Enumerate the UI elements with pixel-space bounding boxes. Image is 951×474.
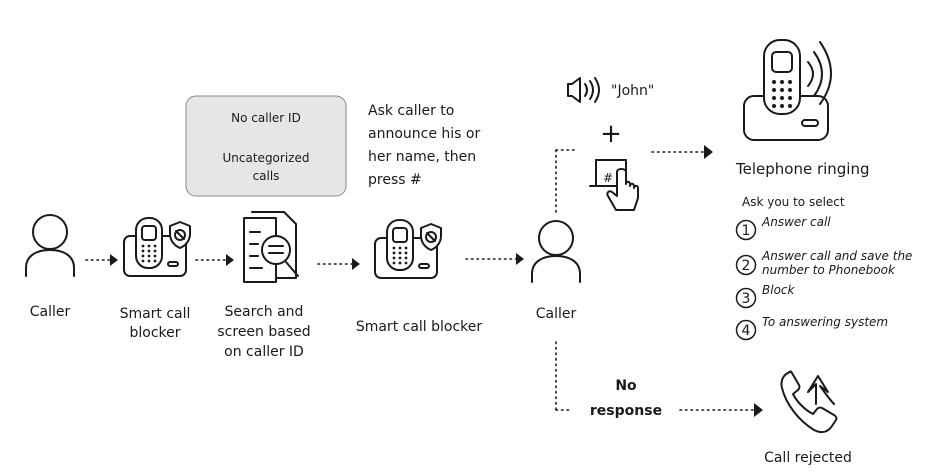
search-screen-line3: on caller ID [224,344,304,360]
option-1-text-1: Answer call [761,215,831,229]
option-3-text-1: Block [762,283,796,297]
no-caller-id-text: No caller ID [231,111,301,125]
option-3-number: 3 [742,291,751,307]
press-hash-icon: # [589,159,639,211]
caller-1-label: Caller [30,304,71,320]
smart-call-blocker-2-icon [374,219,442,279]
hash-key-label: # [603,171,613,185]
no-response-line1: No [615,378,637,394]
no-response-line2: response [590,403,662,419]
option-1-number: 1 [742,223,751,239]
smart-blocker-1-line2: blocker [129,325,180,341]
option-3-circle [735,287,757,309]
smart-blocker-2-label: Smart call blocker [356,319,483,335]
call-category-box [185,95,347,197]
option-4-text-1: To answering system [762,315,888,329]
search-screen-line1: Search and [225,304,304,320]
plus-sign: + [600,119,622,149]
telephone-ringing-label: Telephone ringing [735,160,870,178]
option-4-number: 4 [742,323,751,339]
rejected-handset-icon [780,370,838,434]
option-4-circle [735,319,757,341]
smart-blocker-1-line1: Smart call [120,306,191,322]
caller-2-icon [531,220,581,283]
smart-call-blocker-1-icon [123,217,191,277]
call-rejected-label: Call rejected [764,450,852,466]
ask-caller-line4: press # [368,172,422,188]
option-2-circle [735,254,757,276]
ringing-phone-icon [743,39,832,141]
option-2-text-2: number to Phonebook [762,263,896,277]
ask-caller-line1: Ask caller to [368,103,454,119]
option-2-number: 2 [742,258,751,274]
ask-caller-line2: announce his or [368,126,480,142]
speaker-icon [567,77,600,103]
uncategorized-line2: calls [253,169,280,183]
caller-1-icon [25,214,75,277]
search-screen-line2: screen based [217,324,310,340]
uncategorized-line1: Uncategorized [223,151,310,165]
option-1-circle [735,219,757,241]
option-2-text-1: Answer call and save the [761,249,912,263]
announce-name-text: "John" [611,83,654,99]
caller-2-label: Caller [536,306,577,322]
ask-you-select-label: Ask you to select [742,195,845,209]
ask-caller-line3: her name, then [368,149,476,165]
options-list: 1 Answer call 2 Answer call and save thenum… [735,215,912,341]
search-document-icon [243,211,299,283]
